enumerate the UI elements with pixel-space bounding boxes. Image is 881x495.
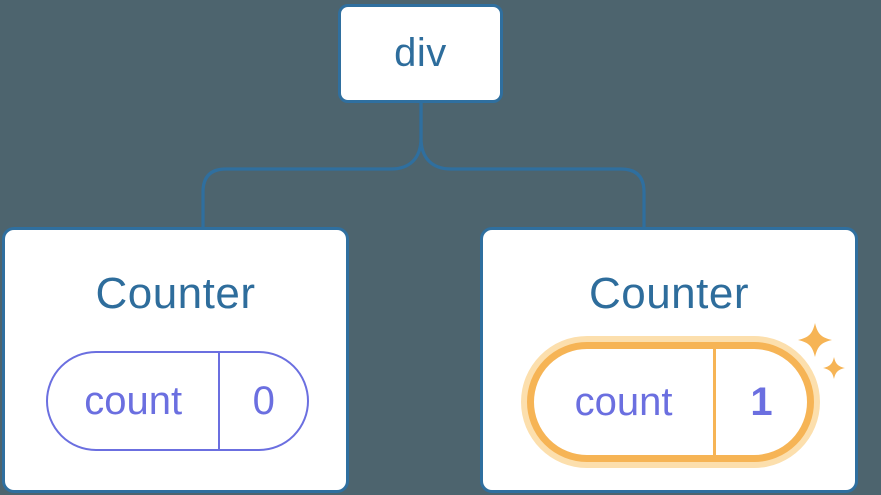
counter-right-state-key: count: [574, 380, 673, 424]
counter-left-state-key-cell: count: [48, 353, 221, 449]
counter-left-title: Counter: [95, 269, 256, 318]
counter-right-state-value: 1: [750, 380, 773, 424]
counter-card-left: Counter count 0: [2, 227, 349, 493]
counter-right-title: Counter: [588, 269, 750, 318]
counter-right-state-pill: count 1: [527, 342, 814, 462]
connector-left-branch: [201, 103, 423, 228]
counter-left-state-key: count: [84, 379, 183, 423]
counter-right-state-value-cell: 1: [716, 349, 807, 455]
connector-right-branch: [419, 103, 646, 228]
counter-right-state-key-cell: count: [534, 349, 717, 455]
sparkles-icon: [798, 323, 845, 379]
root-div-node: div: [338, 4, 503, 103]
counter-left-state-pill: count 0: [46, 351, 309, 451]
counter-left-state-value-cell: 0: [220, 353, 307, 449]
root-div-label: div: [394, 31, 447, 75]
counter-right-state-pill-glow: count 1: [521, 336, 820, 468]
counter-card-right: Counter count 1: [480, 227, 858, 493]
counter-left-state-value: 0: [252, 379, 275, 423]
